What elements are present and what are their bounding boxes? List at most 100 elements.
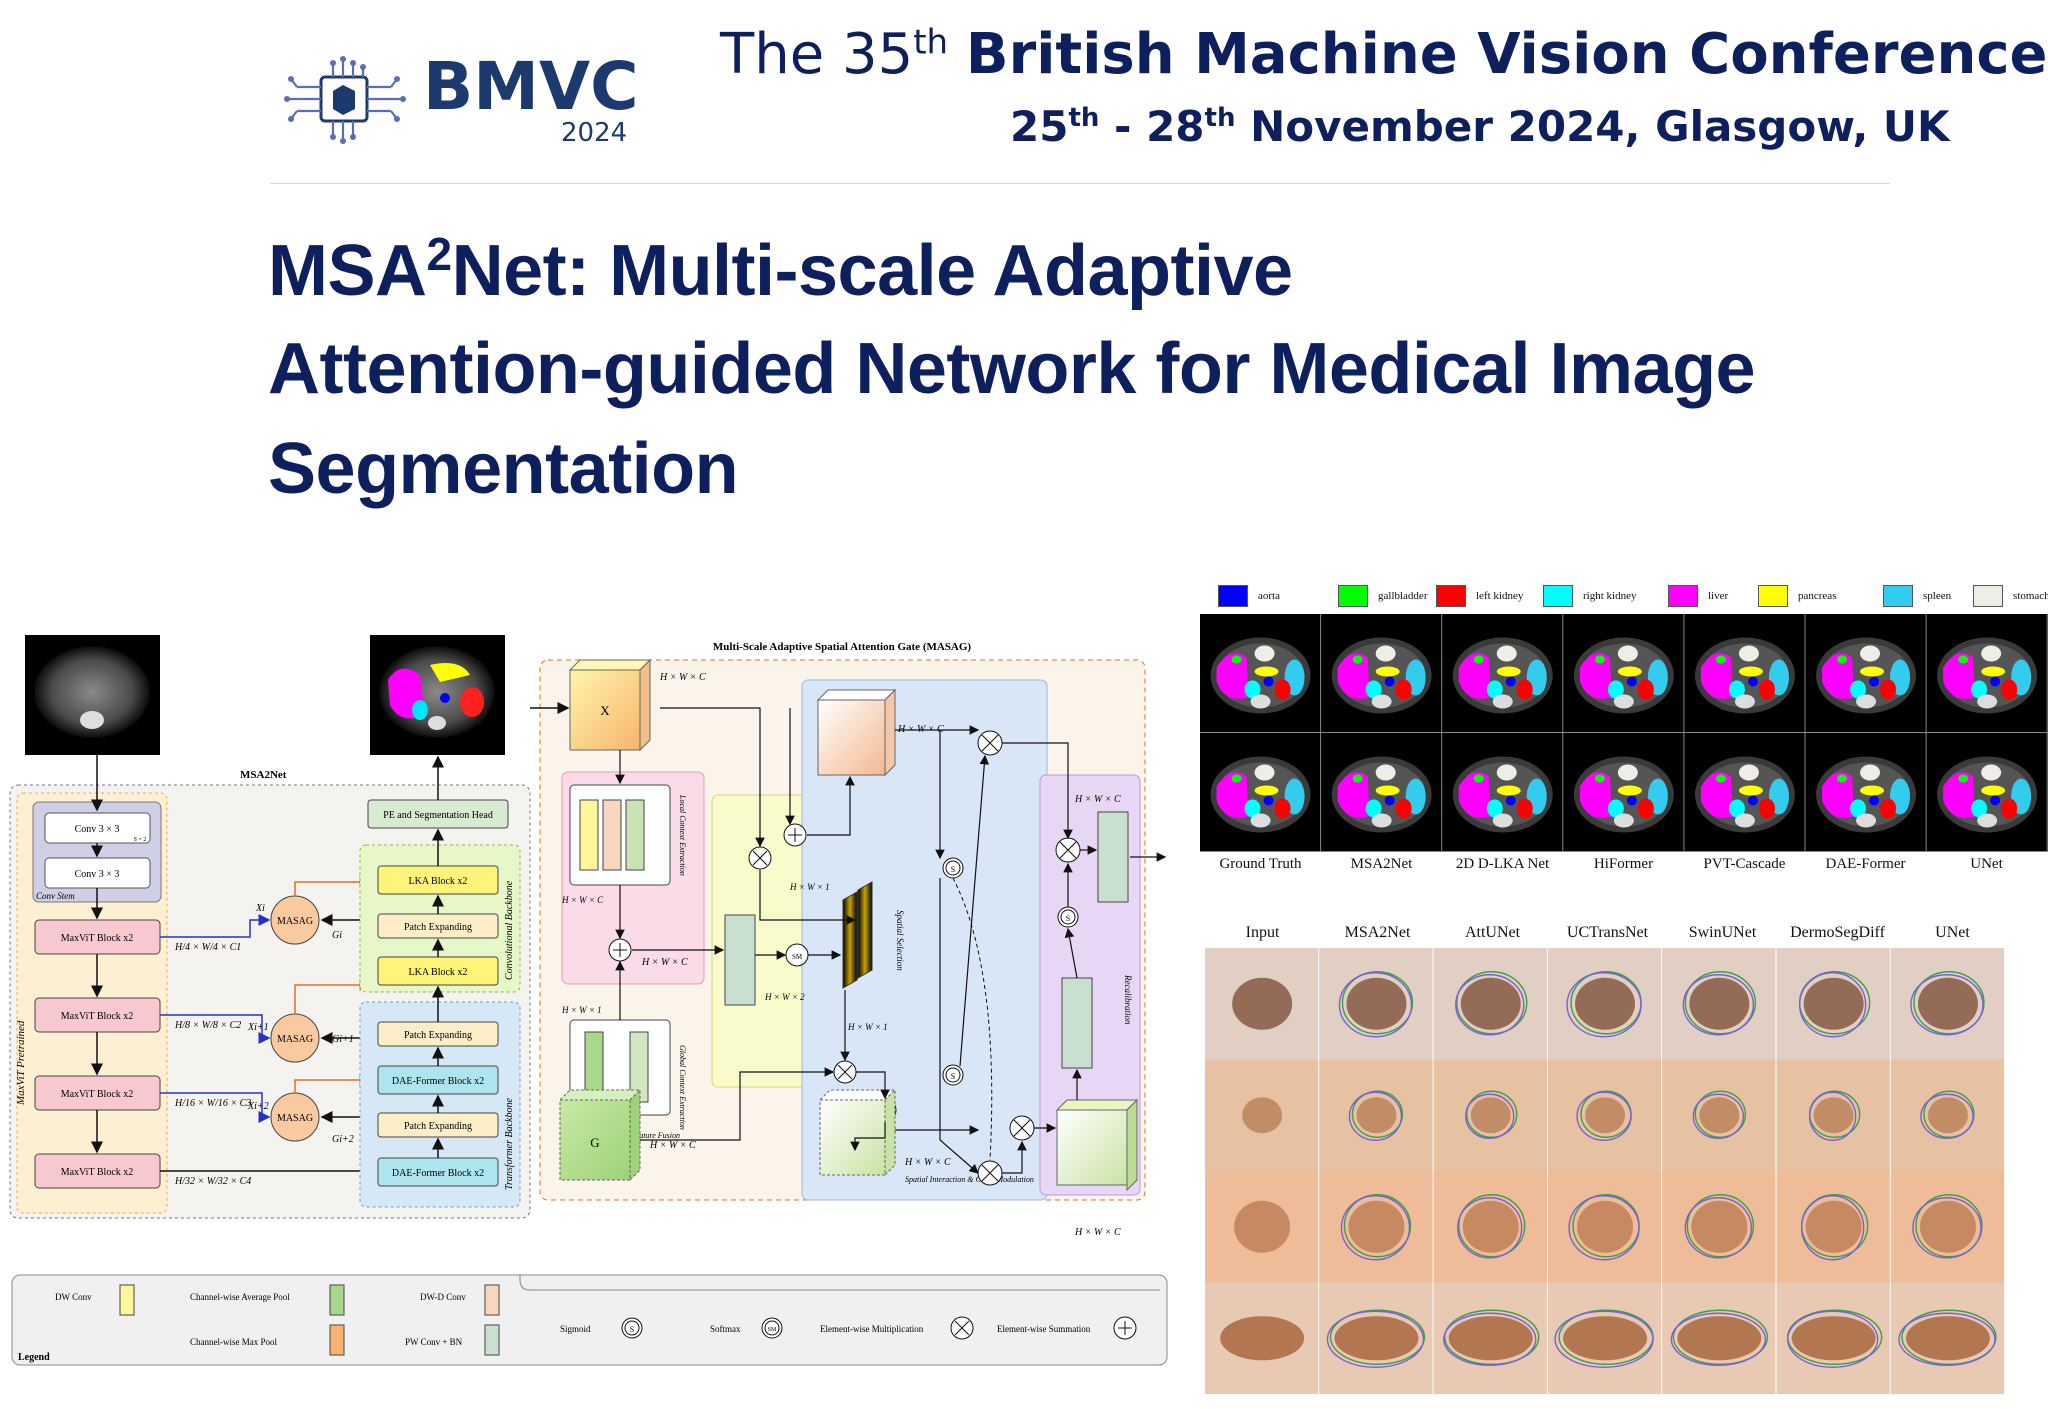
legend-item-left-kidney: left kidney [1436,584,1523,608]
prediction-contour [1910,974,1984,1036]
prediction-contour [1670,1312,1767,1366]
organ-aorta [1505,676,1516,687]
organ-left-kidney [1880,679,1897,700]
organ-right-kidney [1971,680,1988,699]
organ-gallbladder [1473,655,1484,664]
prediction-contour [1465,1093,1515,1139]
lesion [1677,1316,1762,1361]
legend-softmax-node: SM [768,1327,777,1333]
ground-truth-contour [1686,1194,1755,1258]
organ-gallbladder [1231,774,1242,783]
organ-gallbladder [1837,655,1848,664]
organ-gallbladder [1715,655,1726,664]
sel-out-dims: H × W × 1 [847,1022,888,1032]
organ-aorta [1626,795,1637,806]
prediction-contour [1808,1091,1857,1141]
organ-gallbladder [1594,655,1605,664]
organ-stomach [1254,764,1275,781]
prediction-contour [1566,972,1642,1038]
spine [1734,813,1755,828]
legend-swatch [1338,585,1368,607]
header-uctransnet: UCTransNet [1566,924,1649,941]
lesion [1460,977,1521,1030]
organ-stomach [1617,764,1638,781]
organ-right-kidney [1850,680,1867,699]
organ-liver [1579,772,1612,818]
ground-truth-contour [1684,971,1757,1035]
x-label-1: Xi [255,903,265,914]
conv-stem-label: Conv Stem [36,891,75,901]
legend-swatch [1973,585,2003,607]
organ-left-kidney [1274,798,1291,819]
architecture-diagram: MSA2Net MaxViT Pretrained Conv 3 × 3 S =… [9,635,1168,1366]
prediction-contour [1340,1195,1411,1261]
patch-expanding-1: Patch Expanding [404,922,472,933]
legend-item-liver: liver [1668,584,1728,608]
g-cube: G [558,1088,642,1182]
organ-pancreas [1738,666,1763,677]
organ-left-kidney [1637,679,1654,700]
lesion [1334,1316,1419,1361]
organ-stomach [1375,764,1396,781]
g-dims: H × W × C [649,1140,696,1151]
caption-pvt: PVT-Cascade [1703,856,1786,872]
output-cube [1055,1098,1139,1192]
masag-1: MASAG [277,916,313,927]
lka-block-2: LKA Block x2 [409,967,468,978]
sigmoid-node-3: S [1066,914,1070,923]
skin-headers: Input MSA2Net AttUNet UCTransNet SwinUNe… [1205,924,2045,946]
organ-liver [1337,653,1370,699]
lesion [1348,1200,1405,1253]
softmax-node: SM [792,953,803,961]
header-unet: UNet [1935,924,1970,941]
x-label-3: Xi+2 [247,1101,269,1112]
organ-left-kidney [1274,679,1291,700]
x-cube-label: X [600,703,610,718]
organ-stomach [1375,645,1396,662]
organ-gallbladder [1715,774,1726,783]
lesion [1234,1200,1291,1253]
organ-aorta [1384,795,1395,806]
prediction-contour [1786,1310,1879,1368]
local-blocks [569,784,671,886]
organ-gallbladder [1594,774,1605,783]
legend-item-right-kidney: right kidney [1543,584,1636,608]
organ-liver [1458,772,1491,818]
lesion [1577,1200,1634,1253]
lesion [1689,977,1750,1030]
x-label-2: Xi+1 [247,1022,269,1033]
spine [1371,813,1392,828]
organ-pancreas [1981,785,2006,796]
organ-gallbladder [1352,774,1363,783]
skin-grid [1205,948,2006,1394]
lesion [1470,1097,1511,1134]
ground-truth-contour [1466,1090,1518,1138]
patch-expanding-2: Patch Expanding [404,1030,472,1041]
spine [1613,813,1634,828]
ground-truth-contour [1694,1090,1747,1138]
organ-right-kidney [1365,680,1382,699]
lesion [1462,1200,1519,1253]
x-cube: X [568,658,652,752]
organ-stomach [1860,645,1881,662]
organ-aorta [1990,676,2001,687]
legend-softmax: Softmax [710,1324,741,1334]
masag-3: MASAG [277,1113,313,1124]
spine [1977,694,1998,709]
organ-left-kidney [1880,798,1897,819]
legend-label: right kidney [1583,590,1637,602]
organ-liver [1822,653,1855,699]
organ-aorta [1384,676,1395,687]
organ-aorta [1505,795,1516,806]
spine [1492,694,1513,709]
organ-liver [1700,653,1733,699]
prediction-contour [1798,972,1867,1038]
conv-backbone-label: Convolutional Backbone [504,880,515,980]
ground-truth-contour [1351,1090,1404,1138]
lesion [1585,1097,1626,1134]
prediction-contour [1912,1197,1982,1259]
legend-swatch [1758,585,1788,607]
msa2net-label: MSA2Net [240,769,287,781]
legend-title: Legend [18,1352,50,1363]
organ-left-kidney [1395,679,1412,700]
